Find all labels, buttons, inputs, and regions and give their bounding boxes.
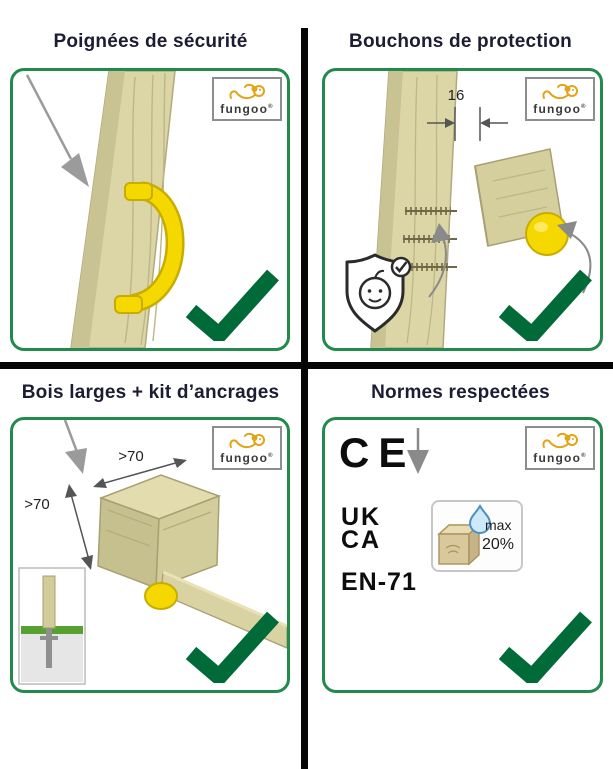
fungoo-logo: fungoo® [525, 77, 595, 121]
ukca-mark: UK CA [341, 503, 382, 554]
humidity-value: 20% [482, 536, 515, 553]
pointer-arrow-icon [63, 420, 87, 474]
horizontal-divider [0, 362, 613, 369]
wood-cube-icon [437, 523, 481, 566]
dimension-left [70, 493, 90, 561]
feature-box-norms: CE UK CA EN-71 max 20% [322, 417, 603, 693]
humidity-card: max 20% [431, 500, 523, 572]
dimension-label-16: 16 [447, 87, 465, 104]
ukca-mark-top: UK [341, 503, 382, 531]
check-icon [498, 611, 592, 683]
fungoo-logo-text: fungoo® [220, 451, 274, 465]
fungoo-logo: fungoo® [525, 426, 595, 470]
dim-left-arrowhead-bottom [81, 555, 93, 570]
ukca-mark-bottom: CA [341, 526, 382, 554]
anchor-illustration [18, 420, 287, 685]
dim-arrowhead-right [480, 118, 490, 128]
monkey-icon [542, 83, 578, 100]
dimension-label-top: >70 [118, 448, 144, 465]
wide-beam [97, 474, 222, 590]
feature-box-anchors: >70 >70 fungoo® [10, 417, 290, 693]
dim-top-arrowhead-left [93, 478, 107, 488]
panel-title-handles: Poignées de sécurité [53, 31, 248, 52]
monkey-icon [229, 83, 265, 100]
monkey-icon [542, 432, 578, 449]
protection-cap-icon [525, 212, 569, 256]
registered-mark: ® [581, 453, 587, 459]
registered-mark: ® [268, 453, 274, 459]
water-drop-icon [468, 504, 492, 534]
registered-mark: ® [268, 104, 274, 110]
check-icon [498, 269, 592, 341]
pointer-arrow-icon [25, 74, 89, 187]
fungoo-logo: fungoo® [212, 426, 282, 470]
curved-arrowhead-left [431, 223, 451, 243]
fungoo-logo-text: fungoo® [533, 102, 587, 116]
safety-handle-icon [114, 181, 185, 314]
feature-box-handles: fungoo® [10, 68, 290, 351]
panel-safety-handles: Poignées de sécurité [0, 0, 301, 362]
vertical-divider [301, 28, 308, 769]
dim-top-arrowhead-right [173, 458, 187, 468]
ground-anchor-inset [18, 567, 86, 685]
child-safe-shield-icon [345, 253, 412, 333]
dimension-label-left: >70 [24, 496, 50, 513]
fungoo-logo-text: fungoo® [533, 451, 587, 465]
panel-protection-caps: Bouchons de protection [308, 0, 613, 362]
pointer-arrow-icon [407, 428, 429, 474]
feature-box-caps: 16 fungoo® [322, 68, 603, 351]
handle-illustration [25, 71, 185, 348]
panel-wood-anchors: Bois larges + kit d’ancrages [0, 369, 301, 769]
curved-arrowhead-right [557, 221, 577, 239]
panel-title-caps: Bouchons de protection [349, 31, 572, 52]
wooden-post-shade [71, 71, 125, 348]
panel-title-norms: Normes respectées [371, 382, 550, 403]
registered-mark: ® [581, 104, 587, 110]
ce-mark: CE [339, 429, 416, 476]
dim-left-arrowhead-top [65, 484, 77, 498]
humidity-max-label: max [485, 517, 512, 533]
monkey-icon [229, 432, 265, 449]
cap-icon [144, 582, 178, 610]
dim-arrowhead-left [445, 118, 455, 128]
cap-illustration [345, 71, 592, 348]
check-icon [185, 269, 279, 341]
panel-standards: Normes respectées CE UK CA EN-71 [308, 369, 613, 769]
dimension-top [100, 461, 180, 485]
fungoo-logo-text: fungoo® [220, 102, 274, 116]
en71-mark: EN-71 [341, 568, 417, 596]
fungoo-logo: fungoo® [212, 77, 282, 121]
check-icon [185, 611, 279, 683]
panel-title-anchors: Bois larges + kit d’ancrages [21, 382, 280, 403]
